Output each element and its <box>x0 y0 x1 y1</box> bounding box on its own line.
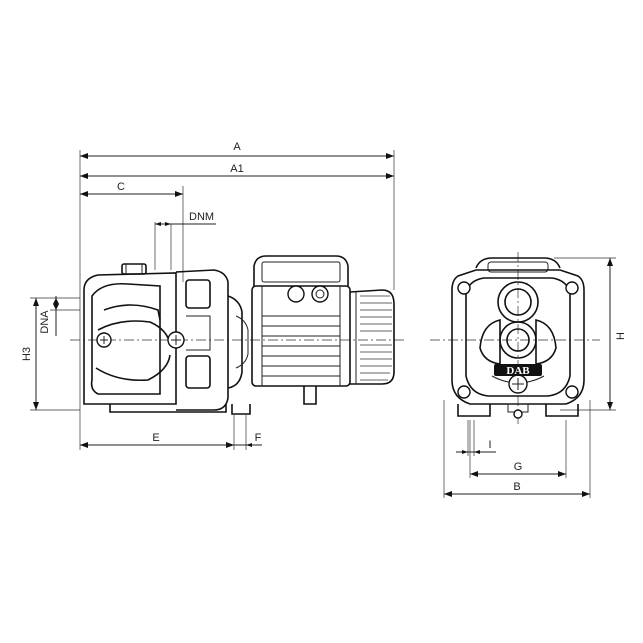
dimension-e: E <box>80 432 234 448</box>
label-h: H <box>615 332 627 340</box>
pump-front-body: DAB <box>451 257 585 419</box>
label-b: B <box>513 481 520 493</box>
label-a1: A1 <box>230 163 243 175</box>
brand-mark: DAB <box>506 365 530 377</box>
label-a: A <box>233 141 241 153</box>
dimension-c: C <box>80 181 183 197</box>
dimension-g: G <box>470 461 566 477</box>
pump-bracket <box>175 269 251 415</box>
dimension-a1: A1 <box>80 163 394 179</box>
label-dna: DNA <box>39 310 51 334</box>
label-c: C <box>117 181 125 193</box>
dimension-b: B <box>444 481 590 497</box>
label-h3: H3 <box>21 347 33 361</box>
label-g: G <box>514 461 523 473</box>
dimension-dna: DNA <box>39 296 59 336</box>
label-dnm: DNM <box>189 211 214 223</box>
front-view: H I G B <box>430 252 627 498</box>
dimension-h: H <box>607 258 627 410</box>
pump-body <box>83 263 227 413</box>
dimension-a: A <box>80 141 394 159</box>
label-f: F <box>255 432 262 444</box>
label-i: I <box>488 439 491 451</box>
dimension-dnm: DNM <box>155 211 216 270</box>
label-e: E <box>152 432 159 444</box>
motor <box>251 255 395 405</box>
dimension-i: I <box>456 439 496 454</box>
dimension-h3: H3 <box>21 298 39 410</box>
side-view: A A1 C DNM DNA <box>21 141 405 450</box>
dimension-f: F <box>222 432 262 447</box>
